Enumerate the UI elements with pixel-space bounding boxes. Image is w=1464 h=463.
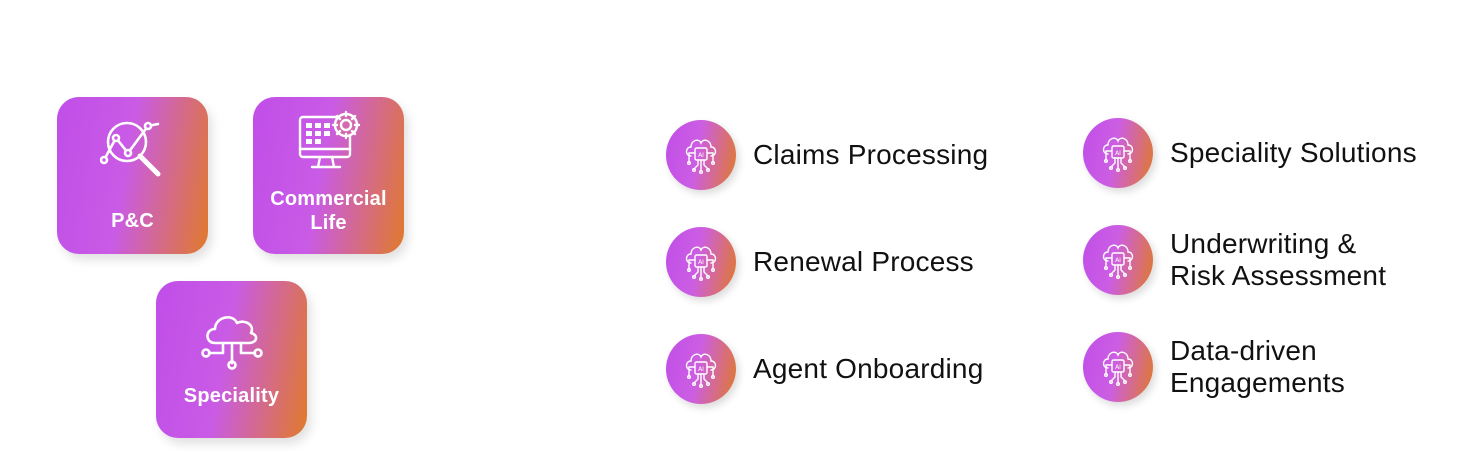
item-label: Data-driven Engagements xyxy=(1170,335,1345,398)
list-item: AI Underwriting & Risk Assessment xyxy=(1083,225,1386,295)
ai-brain-chip-icon: AI xyxy=(1083,225,1153,295)
svg-text:AI: AI xyxy=(1115,364,1121,371)
svg-text:AI: AI xyxy=(698,366,704,373)
ai-brain-chip-icon: AI xyxy=(666,334,736,404)
item-label: Renewal Process xyxy=(753,246,974,277)
svg-text:AI: AI xyxy=(698,152,704,159)
tile-pc: P&C xyxy=(57,97,208,254)
analytics-search-icon xyxy=(57,115,208,181)
svg-text:AI: AI xyxy=(1115,257,1121,264)
list-item: AI Speciality Solutions xyxy=(1083,118,1417,188)
ai-brain-chip-icon: AI xyxy=(666,227,736,297)
item-label: Underwriting & Risk Assessment xyxy=(1170,228,1387,291)
ai-brain-chip-icon: AI xyxy=(666,120,736,190)
list-item: AI Data-driven Engagements xyxy=(1083,332,1345,402)
tile-label: Commercial Life xyxy=(270,188,387,234)
tile-label: Speciality xyxy=(183,385,280,407)
item-label: Claims Processing xyxy=(753,139,989,170)
svg-text:AI: AI xyxy=(1115,150,1121,157)
ai-brain-chip-icon: AI xyxy=(1083,332,1153,402)
tile-speciality: Speciality xyxy=(156,281,307,438)
list-item: AI Renewal Process xyxy=(666,227,974,297)
item-label: Speciality Solutions xyxy=(1170,137,1417,168)
ai-brain-chip-icon: AI xyxy=(1083,118,1153,188)
cloud-network-icon xyxy=(156,307,307,373)
monitor-gear-icon xyxy=(253,109,404,175)
list-item: AI Claims Processing xyxy=(666,120,988,190)
item-label: Agent Onboarding xyxy=(753,353,984,384)
tile-commercial-life: Commercial Life xyxy=(253,97,404,254)
svg-text:AI: AI xyxy=(698,259,704,266)
tile-label: P&C xyxy=(111,210,154,232)
list-item: AI Agent Onboarding xyxy=(666,334,983,404)
